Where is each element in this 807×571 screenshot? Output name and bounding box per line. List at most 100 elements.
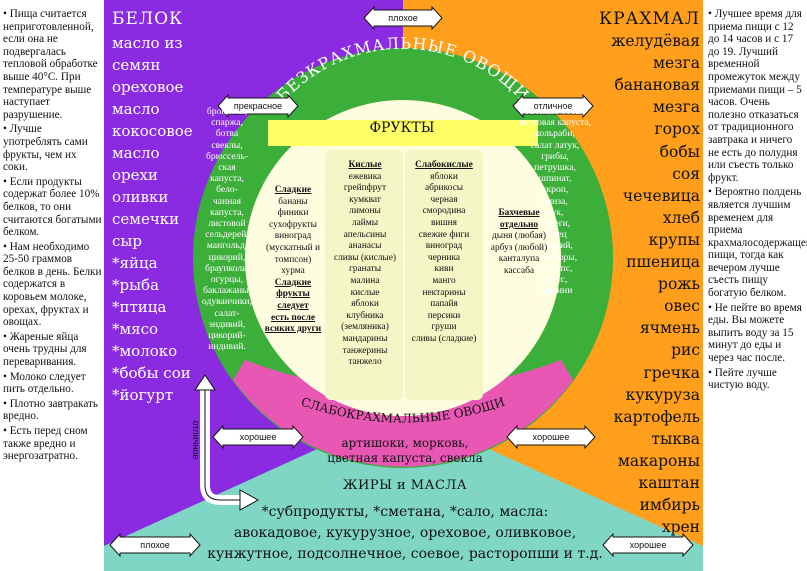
protein-item: *птица: [112, 298, 167, 316]
nonstarchy-item: браунколь,: [205, 262, 249, 274]
fruit-item: танжерины: [342, 345, 388, 356]
fruit-item: папайя: [430, 299, 458, 310]
fats-title: ЖИРЫ и МАСЛА: [342, 478, 468, 493]
note-paragraph: • Не пейте во время еды. Вы можете выпит…: [708, 301, 802, 365]
protein-item: сыр: [112, 232, 142, 250]
semisour-column-bg: [405, 150, 483, 400]
sour-title: Кислые: [348, 160, 382, 170]
starch-item: каштан: [638, 473, 701, 492]
fats-zone: [104, 410, 703, 571]
fruit-item: мандарины: [342, 333, 388, 344]
arrow-mid-left-label: хорошее: [240, 432, 277, 442]
note-paragraph: • Лучшее время для приема пищи с 12 до 1…: [708, 8, 802, 184]
vertical-arrow-label: отличное: [191, 421, 201, 460]
protein-item: орехи: [112, 166, 158, 184]
fruit-item: ежевика: [348, 171, 382, 182]
nonstarchy-item: брюссель-: [205, 150, 249, 162]
arrow-top-shape: [363, 5, 443, 31]
nonstarchy-item: цикорий,: [208, 251, 246, 263]
arrow-upper-right-shape: [512, 93, 594, 119]
starch-item: соя: [672, 164, 700, 183]
fruit-item: вишня: [431, 217, 457, 228]
right-bg: [703, 0, 807, 571]
protein-title: БЕЛОК: [112, 9, 184, 29]
fruit-item: сливы (кислые): [333, 252, 397, 263]
fruit-item: лаймы: [351, 217, 379, 228]
fruit-item: кислые: [350, 287, 380, 298]
arrow-upper-right-label: отличное: [534, 101, 573, 111]
starch-item: рожь: [658, 275, 700, 294]
fats-item: кунжутное, подсолнечное, соевое, расторо…: [207, 546, 603, 562]
fruit-item: яблоки: [351, 299, 379, 310]
nonstarchy-right-list: зеленые бобы,листовая капуста,кольраби,с…: [510, 106, 600, 296]
nonstarchy-item: цуккини: [537, 285, 573, 297]
nonstarchy-item: турнепс,: [537, 262, 573, 274]
protein-item: ореховое масло: [112, 78, 184, 118]
protein-item: кокосовое масло: [112, 122, 193, 162]
arrow-upper-left-label: прекрасное: [234, 101, 282, 111]
nonstarchy-item: эндивий,: [208, 318, 246, 330]
fruit-item: кассаба: [503, 265, 535, 276]
fruit-item: хурма: [281, 266, 305, 277]
protein-item: *рыба: [112, 276, 160, 294]
fruit-item: виноград: [274, 231, 312, 242]
note-paragraph: • Есть перед сном также вредно и энергоз…: [3, 425, 88, 463]
fruit-item: яблоки: [430, 171, 458, 182]
arrow-mid-right-label: хорошее: [533, 432, 570, 442]
fruit-item: сухофрукты: [269, 219, 317, 230]
nonstarchy-item: кольраби,: [535, 128, 575, 140]
starch-item: макароны: [617, 451, 700, 470]
note-paragraph: • Нам необходимо 25-50 граммов белков в …: [3, 240, 102, 329]
nonstarchy-item: кинза,: [542, 195, 568, 207]
fruit-item: смородина: [422, 206, 466, 217]
note-paragraph: • Пища считается неприготовленной, если …: [3, 8, 98, 121]
fruit-item: грейпфрут: [343, 183, 387, 194]
nonstarchy-item: шпинат,: [538, 173, 572, 185]
nonstarchy-item: мангольд,: [206, 240, 248, 252]
nonstarchy-item: ская: [218, 162, 236, 174]
nonstarchy-item: листовая капуста,: [518, 117, 592, 129]
nonstarchy-item: листовой: [208, 218, 246, 230]
lowstarch-item: цветная капуста, свекла: [327, 451, 483, 465]
note-paragraph: • Лучше употреблять сами фрукты, чем их …: [3, 123, 88, 174]
starch-item: имбирь: [639, 496, 700, 515]
arrow-bottom-right-shape: [602, 532, 694, 558]
vertical-arrow-outline: [204, 385, 240, 501]
starch-item: желудёвая мезга: [611, 32, 700, 73]
nonstarchy-item: огурцы,: [210, 274, 244, 286]
protein-item: *бобы сои: [112, 364, 191, 382]
starch-item: кукуруза: [625, 385, 700, 404]
nonstarchy-item: зеленые бобы,: [525, 106, 585, 117]
fruit-item: (земляника): [341, 322, 389, 333]
lowstarch-items: артишоки, морковь,цветная капуста, свекл…: [305, 436, 505, 466]
nonstarchy-item: кресс,: [542, 274, 568, 286]
starch-item: бобы: [659, 142, 700, 161]
starch-title: КРАХМАЛ: [598, 9, 700, 29]
nonstarchy-item: грибы,: [541, 150, 569, 162]
sweet-note-line: всяких други: [264, 324, 322, 335]
sweet-note-line: Сладкие: [274, 277, 312, 288]
nonstarchy-item: лук,: [546, 206, 564, 218]
sweet-note-line: есть после: [270, 312, 315, 323]
starch-item: ячмень: [639, 319, 700, 338]
arrow-bottom-left-shape: [109, 532, 201, 558]
starch-item: банановая мезга: [614, 76, 700, 117]
nonstarchy-item: баклажаны,: [203, 285, 251, 297]
note-paragraph: • Жареные яйца очень трудны для перевари…: [3, 330, 87, 369]
fruit-item: сливы (сладкие): [411, 333, 477, 344]
nonstarchy-item: помидоры,: [532, 251, 578, 263]
starch-item: крупы: [648, 230, 700, 249]
fats-items: *субпродукты, *сметана, *сало, масла:аво…: [180, 502, 630, 565]
protein-item: *мясо: [112, 320, 159, 338]
fruit-item: арбуз (любой): [490, 242, 548, 253]
fruit-item: черника: [427, 252, 461, 263]
